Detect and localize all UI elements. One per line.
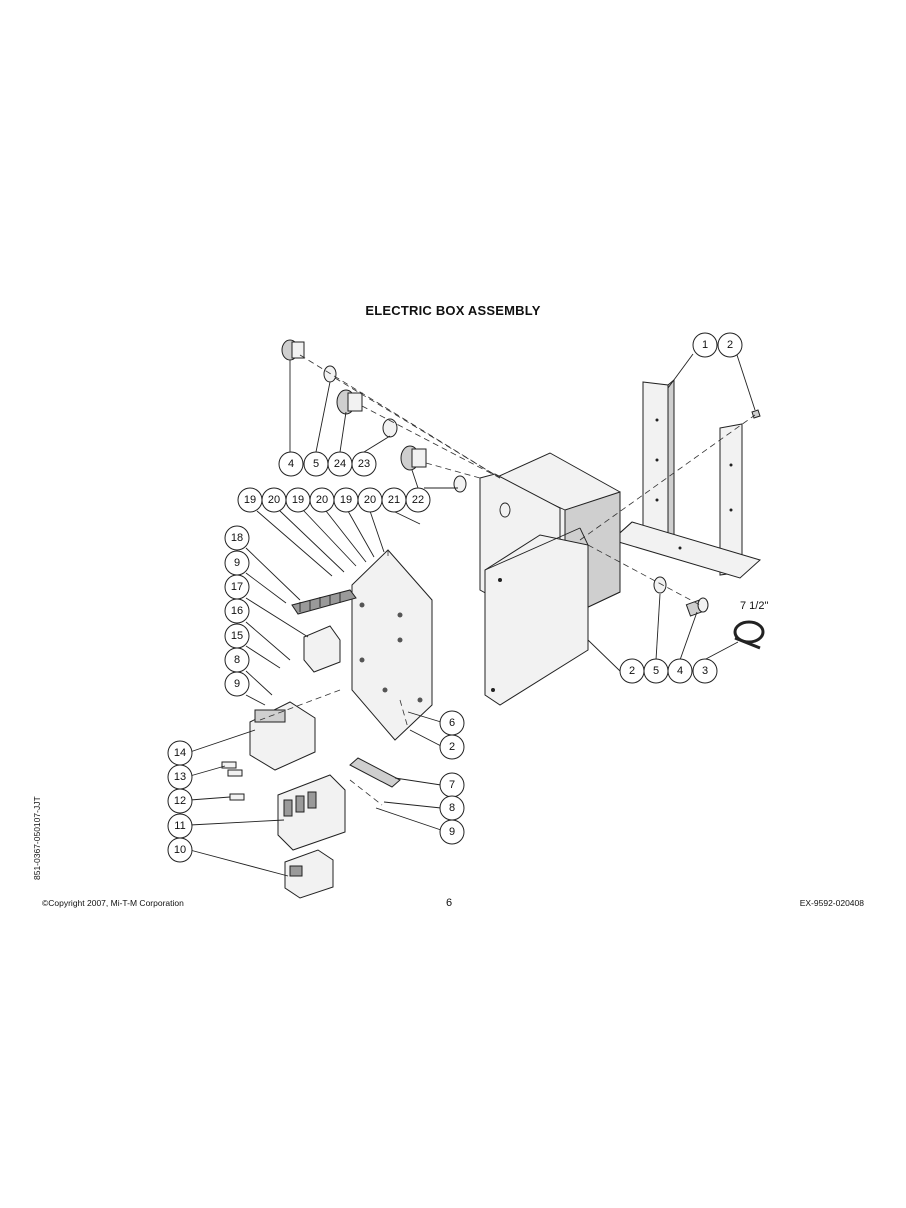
back-panel xyxy=(351,549,433,741)
fuse-holders xyxy=(221,761,245,801)
svg-text:1: 1 xyxy=(702,339,708,351)
svg-text:9: 9 xyxy=(449,826,455,838)
svg-text:19: 19 xyxy=(340,494,352,506)
relay xyxy=(303,625,341,673)
callout-11: 11 xyxy=(167,813,193,839)
callout-12: 12 xyxy=(167,788,193,814)
callout-7: 7 xyxy=(439,772,465,798)
callout-20c: 20 xyxy=(357,487,383,513)
callout-19c: 19 xyxy=(333,487,359,513)
svg-text:3: 3 xyxy=(702,665,708,677)
transformer xyxy=(249,701,316,771)
svg-text:5: 5 xyxy=(653,665,659,677)
svg-text:2: 2 xyxy=(629,665,635,677)
svg-text:5: 5 xyxy=(313,458,319,470)
mounting-bracket xyxy=(611,378,761,579)
svg-text:23: 23 xyxy=(358,458,370,470)
svg-text:9: 9 xyxy=(234,678,240,690)
copyright-text: ©Copyright 2007, Mi-T-M Corporation xyxy=(42,898,184,908)
svg-text:19: 19 xyxy=(244,494,256,506)
svg-text:20: 20 xyxy=(268,494,280,506)
svg-text:24: 24 xyxy=(334,458,346,470)
enclosure-box xyxy=(479,452,621,706)
document-code: EX-9592-020408 xyxy=(799,898,864,908)
side-document-code: 851-0367-050107-JJT xyxy=(32,796,42,880)
svg-text:7: 7 xyxy=(449,779,455,791)
callout-24: 24 xyxy=(327,451,353,477)
svg-text:14: 14 xyxy=(174,747,186,759)
svg-text:19: 19 xyxy=(292,494,304,506)
svg-text:15: 15 xyxy=(231,630,243,642)
callout-21: 21 xyxy=(381,487,407,513)
callout-20a: 20 xyxy=(261,487,287,513)
callout-20b: 20 xyxy=(309,487,335,513)
callout-17: 17 xyxy=(224,574,250,600)
callout-16: 16 xyxy=(224,598,250,624)
callout-14: 14 xyxy=(167,740,193,766)
callout-19b: 19 xyxy=(285,487,311,513)
svg-text:6: 6 xyxy=(449,717,455,729)
svg-text:2: 2 xyxy=(449,741,455,753)
callout-9b: 9 xyxy=(224,671,250,697)
svg-text:8: 8 xyxy=(234,654,240,666)
callout-4: 4 xyxy=(278,451,304,477)
callout-23: 23 xyxy=(351,451,377,477)
callout-22: 22 xyxy=(405,487,431,513)
din-rail xyxy=(349,757,401,788)
callout-2b: 2 xyxy=(439,734,465,760)
svg-text:2: 2 xyxy=(727,339,733,351)
diagram-title: ELECTRIC BOX ASSEMBLY xyxy=(365,303,541,318)
callout-19a: 19 xyxy=(237,487,263,513)
callout-5: 5 xyxy=(303,451,329,477)
callout-3: 3 xyxy=(692,658,718,684)
svg-text:8: 8 xyxy=(449,802,455,814)
svg-text:22: 22 xyxy=(412,494,424,506)
svg-text:21: 21 xyxy=(388,494,400,506)
leader-lines xyxy=(189,353,756,877)
callout-10: 10 xyxy=(167,837,193,863)
callout-8a: 8 xyxy=(224,647,250,673)
contactor xyxy=(277,774,346,851)
page-number: 6 xyxy=(446,897,453,909)
overload-relay xyxy=(284,849,334,899)
callout-2: 2 xyxy=(717,332,743,358)
svg-text:9: 9 xyxy=(234,557,240,569)
svg-text:18: 18 xyxy=(231,532,243,544)
cable-fittings-right xyxy=(653,576,765,650)
callout-13: 13 xyxy=(167,764,193,790)
callout-9c: 9 xyxy=(439,819,465,845)
svg-text:16: 16 xyxy=(231,605,243,617)
callout-2c: 2 xyxy=(619,658,645,684)
callout-1: 1 xyxy=(692,332,718,358)
svg-text:20: 20 xyxy=(316,494,328,506)
svg-text:4: 4 xyxy=(677,665,683,677)
svg-text:13: 13 xyxy=(174,771,186,783)
assembly-lines xyxy=(259,354,756,806)
svg-text:20: 20 xyxy=(364,494,376,506)
callout-18: 18 xyxy=(224,525,250,551)
svg-text:4: 4 xyxy=(288,458,294,470)
callout-4b: 4 xyxy=(667,658,693,684)
callout-6: 6 xyxy=(439,710,465,736)
terminal-block xyxy=(291,589,357,615)
callout-15: 15 xyxy=(224,623,250,649)
callout-5b: 5 xyxy=(643,658,669,684)
callout-9a: 9 xyxy=(224,550,250,576)
callout-8b: 8 xyxy=(439,795,465,821)
cable-length-label: 7 1/2" xyxy=(740,600,768,612)
svg-text:10: 10 xyxy=(174,844,186,856)
svg-text:12: 12 xyxy=(174,795,186,807)
svg-text:11: 11 xyxy=(174,820,185,832)
svg-text:17: 17 xyxy=(231,581,243,593)
